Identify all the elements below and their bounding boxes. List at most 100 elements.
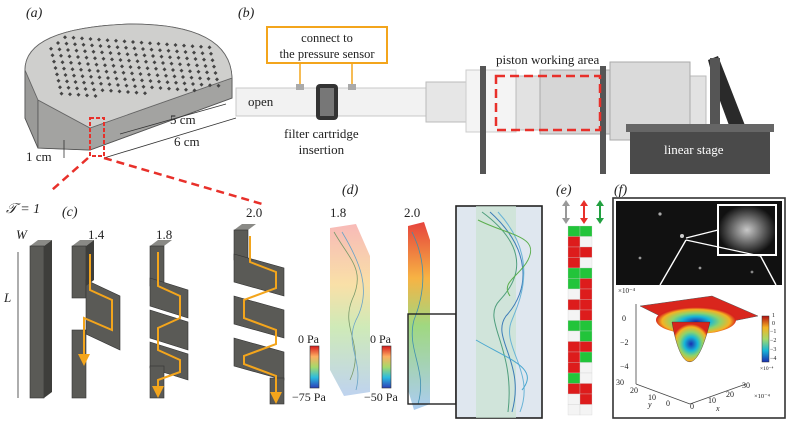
hole	[77, 61, 82, 66]
hole	[81, 42, 86, 47]
hole	[190, 44, 195, 49]
hole	[215, 77, 219, 82]
scale-20-bottom: −50 Pa	[364, 390, 398, 404]
dim-5cm: 5 cm	[170, 112, 196, 127]
hole	[185, 56, 189, 61]
hole	[120, 64, 124, 69]
hole	[155, 73, 160, 78]
hole	[101, 56, 106, 61]
hole	[62, 66, 66, 71]
hole	[158, 48, 162, 53]
hole	[107, 44, 111, 49]
hole	[97, 37, 101, 42]
y-tick-0: 0	[666, 399, 670, 408]
hole	[110, 57, 114, 62]
hole	[176, 55, 181, 60]
hole	[105, 38, 110, 43]
hole	[60, 60, 65, 65]
hole	[87, 68, 92, 73]
hole	[139, 40, 144, 45]
y-tick-10: 10	[648, 393, 656, 402]
hole	[59, 53, 63, 58]
hole	[53, 66, 58, 70]
hole	[124, 83, 129, 88]
hole	[138, 72, 143, 76]
piston-area-label: piston working area	[496, 52, 600, 67]
cbar-scale: ×10⁻⁴	[760, 366, 774, 372]
hole	[192, 88, 197, 93]
hole	[148, 79, 153, 83]
cbar-tick-m3: −3	[770, 347, 777, 353]
hole	[75, 86, 79, 91]
hole	[159, 54, 164, 59]
channel-2-0	[233, 224, 285, 405]
cbar-tick-m1: −1	[770, 329, 777, 335]
tortuosity-1-4: 1.4	[88, 227, 105, 242]
column-1-8-label: 1.8	[330, 205, 347, 220]
hole	[208, 83, 212, 88]
hole	[83, 87, 88, 91]
hole	[67, 54, 72, 59]
hole	[191, 82, 195, 86]
hole	[80, 36, 84, 41]
z-tick-0: 0	[622, 314, 626, 323]
hole	[209, 51, 213, 56]
x-tick-10: 10	[708, 396, 716, 405]
hole	[73, 80, 78, 84]
hole	[168, 55, 172, 60]
hole	[125, 52, 130, 57]
scale-18-top: 0 Pa	[298, 332, 319, 346]
hole	[207, 45, 212, 50]
hole	[213, 71, 218, 75]
hole	[107, 82, 112, 87]
hole	[192, 50, 196, 55]
hole	[68, 92, 72, 97]
hole	[135, 59, 140, 64]
hole	[205, 70, 209, 75]
hole	[171, 68, 175, 72]
hole	[58, 85, 62, 90]
hole	[118, 58, 123, 62]
highlight-box	[89, 117, 105, 157]
hole	[131, 40, 135, 44]
hole	[172, 74, 177, 79]
channel-1-4	[71, 240, 121, 399]
hole	[90, 43, 94, 48]
hole	[108, 51, 113, 55]
tortuosity-2-0: 2.0	[246, 205, 263, 220]
hole	[104, 69, 109, 74]
scale-18-bottom: −75 Pa	[292, 390, 326, 404]
y-tick-30: 30	[616, 378, 624, 387]
hole	[199, 82, 204, 87]
hole	[55, 72, 59, 77]
hole	[130, 71, 134, 76]
hole	[93, 94, 98, 98]
hole	[154, 66, 158, 71]
hole	[169, 61, 174, 66]
cbar-tick-1: 1	[772, 313, 775, 319]
scale-20-top: 0 Pa	[370, 332, 391, 346]
hole	[86, 62, 90, 66]
hole	[144, 59, 148, 64]
hole	[151, 54, 155, 58]
hole	[49, 46, 53, 51]
panel-f-label: (f)	[614, 183, 628, 198]
hole	[80, 74, 85, 79]
hole	[140, 78, 144, 83]
hole	[50, 53, 55, 58]
hole	[142, 53, 147, 58]
hole	[56, 78, 61, 83]
z-tick-2: −4	[620, 362, 629, 371]
width-symbol: W	[16, 227, 27, 242]
hole	[84, 55, 89, 60]
hole	[79, 67, 83, 72]
hole	[147, 72, 151, 77]
hole	[91, 49, 96, 54]
z-tick-1: −2	[620, 338, 629, 347]
cbar-tick-m4: −4	[770, 356, 777, 362]
hole	[73, 42, 77, 47]
hole	[93, 56, 97, 61]
hole	[166, 48, 171, 53]
